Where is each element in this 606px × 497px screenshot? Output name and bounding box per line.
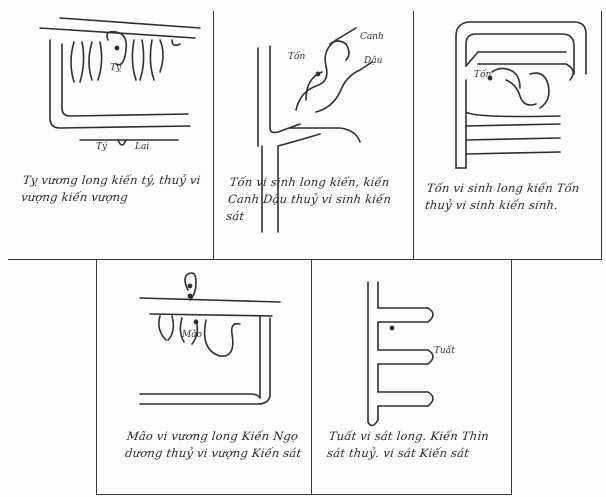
panel-5-caption: Tuất vi sát long. Kiến Thìn sát thuỷ. vi… — [326, 428, 510, 462]
panel-3-caption: Tốn vi sinh long kiến Tốn thuỷ vi sinh k… — [424, 180, 600, 214]
panel-3-sketch — [456, 22, 586, 168]
panel-4-caption: Mão vi vương long Kiến Ngọ dương thuỷ vi… — [124, 428, 308, 462]
panel-5-sketch — [368, 282, 433, 426]
panel-3-label-center: Tốn — [474, 70, 491, 80]
panel-2-label-left: Tốn — [288, 52, 305, 62]
panel-2-label-right: Dậu — [364, 56, 382, 66]
panel-1-label-bottom-left: Tý — [96, 142, 107, 152]
panel-1-label-center: Tỵ — [110, 63, 121, 73]
panel-4-label-center: Mão — [182, 330, 202, 340]
panel-1-caption: Tỵ vương long kiến tý, thuỷ vi vượng kiế… — [20, 172, 210, 206]
panel-5-label-right: Tuất — [434, 346, 455, 356]
panel-2-caption: Tốn vi sinh long kiến, kiến Canh Dậu thu… — [225, 174, 410, 225]
panel-2-label-top-right: Canh — [360, 32, 384, 42]
panel-4-sketch — [140, 273, 280, 404]
panel-1-sketch — [40, 18, 200, 145]
panel-1-label-bottom-right: Lai — [135, 142, 149, 152]
